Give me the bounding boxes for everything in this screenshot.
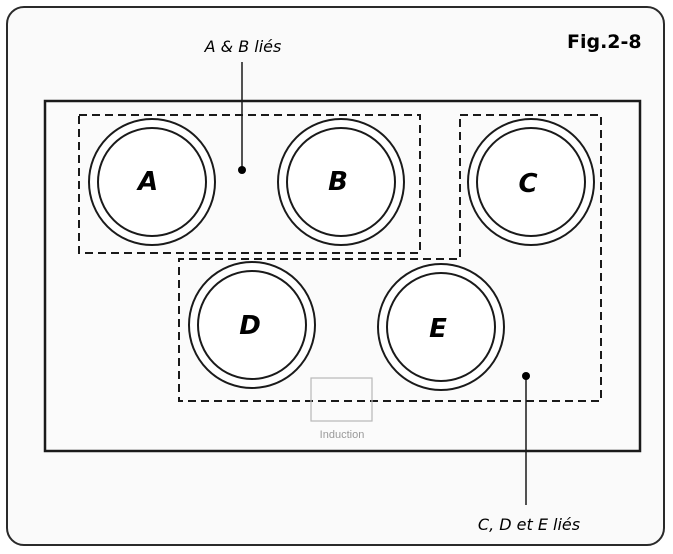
zone-label-e: E <box>429 314 447 344</box>
group-ab-marker <box>238 166 246 174</box>
group-ab-caption: A & B liés <box>204 37 282 56</box>
induction-label: Induction <box>320 429 365 441</box>
cooking-zone-b: B <box>277 118 405 246</box>
induction-box <box>310 377 373 422</box>
group-cde-caption: C, D et E liés <box>478 515 580 534</box>
cooking-zone-c: C <box>467 118 595 246</box>
cooking-zone-d: D <box>188 261 316 389</box>
figure-title: Fig.2-8 <box>567 31 642 53</box>
zone-label-d: D <box>239 311 261 341</box>
group-cde-marker <box>522 372 530 380</box>
zone-label-b: B <box>328 167 348 197</box>
zone-label-c: C <box>518 169 537 199</box>
zone-label-a: A <box>136 167 158 197</box>
cooking-zone-e: E <box>377 263 505 391</box>
cooking-zone-a: A <box>88 118 216 246</box>
group-cde-outline <box>178 114 602 402</box>
group-ab-outline <box>78 114 421 254</box>
